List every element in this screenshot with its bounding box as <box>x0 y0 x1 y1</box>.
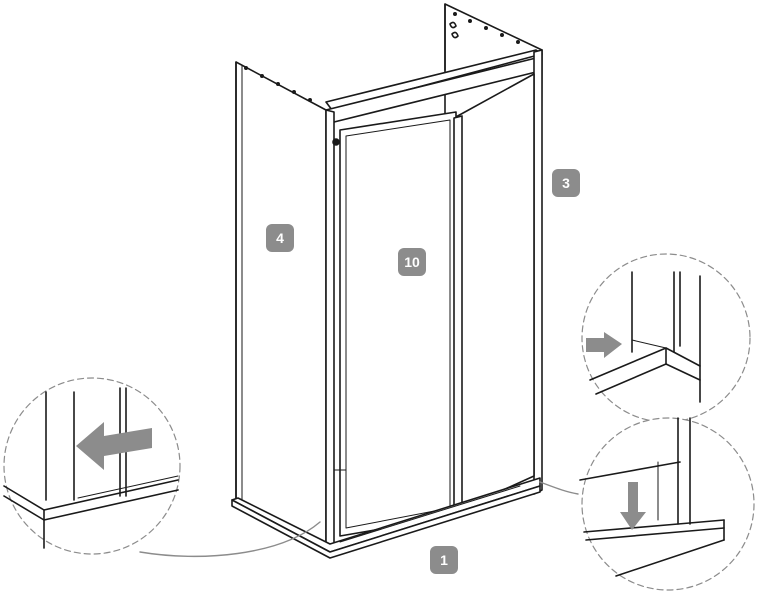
sliding-door <box>339 111 463 537</box>
detail-bottom-left <box>3 377 181 555</box>
detail-top-right <box>581 253 751 423</box>
part-label-4: 4 <box>266 224 294 252</box>
base-tray <box>231 469 541 559</box>
part-label-3: 3 <box>552 169 580 197</box>
detail-bottom-right <box>579 417 755 591</box>
part-label-1: 1 <box>430 546 458 574</box>
part-label-10: 10 <box>398 248 426 276</box>
left-side-panel <box>235 61 327 549</box>
front-left-post <box>325 109 340 551</box>
arrow-left-icon <box>76 422 152 470</box>
connector-bottom-right <box>539 481 579 495</box>
connector-bottom-left <box>139 521 321 558</box>
fixed-glass-panel <box>453 73 535 513</box>
front-right-post <box>533 49 543 495</box>
arrow-right-icon <box>586 332 622 358</box>
arrow-down-icon <box>620 482 646 530</box>
